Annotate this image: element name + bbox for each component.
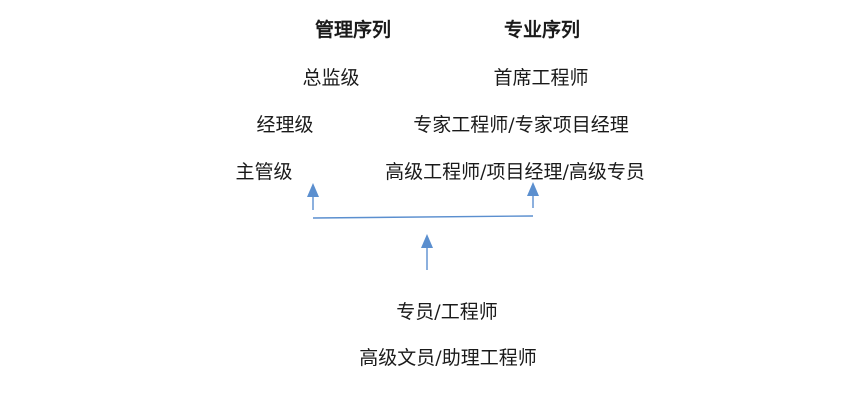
arrow-up-icon xyxy=(421,234,433,248)
management-manager-level: 经理级 xyxy=(256,114,314,136)
base-assistant-level: 高级文员/助理工程师 xyxy=(359,347,537,369)
professional-series-header: 专业序列 xyxy=(503,19,581,41)
management-director-level: 总监级 xyxy=(302,67,360,89)
professional-senior-level: 高级工程师/项目经理/高级专员 xyxy=(385,161,645,183)
management-supervisor-level: 主管级 xyxy=(235,161,293,183)
base-specialist-level: 专员/工程师 xyxy=(396,301,498,323)
professional-chief-level: 首席工程师 xyxy=(493,67,589,89)
arrow-up-icon xyxy=(307,183,319,197)
professional-expert-level: 专家工程师/专家项目经理 xyxy=(413,114,629,136)
arrow-up-icon xyxy=(527,182,539,196)
branch-horizontal-line xyxy=(312,215,534,219)
management-series-header: 管理序列 xyxy=(314,19,392,41)
